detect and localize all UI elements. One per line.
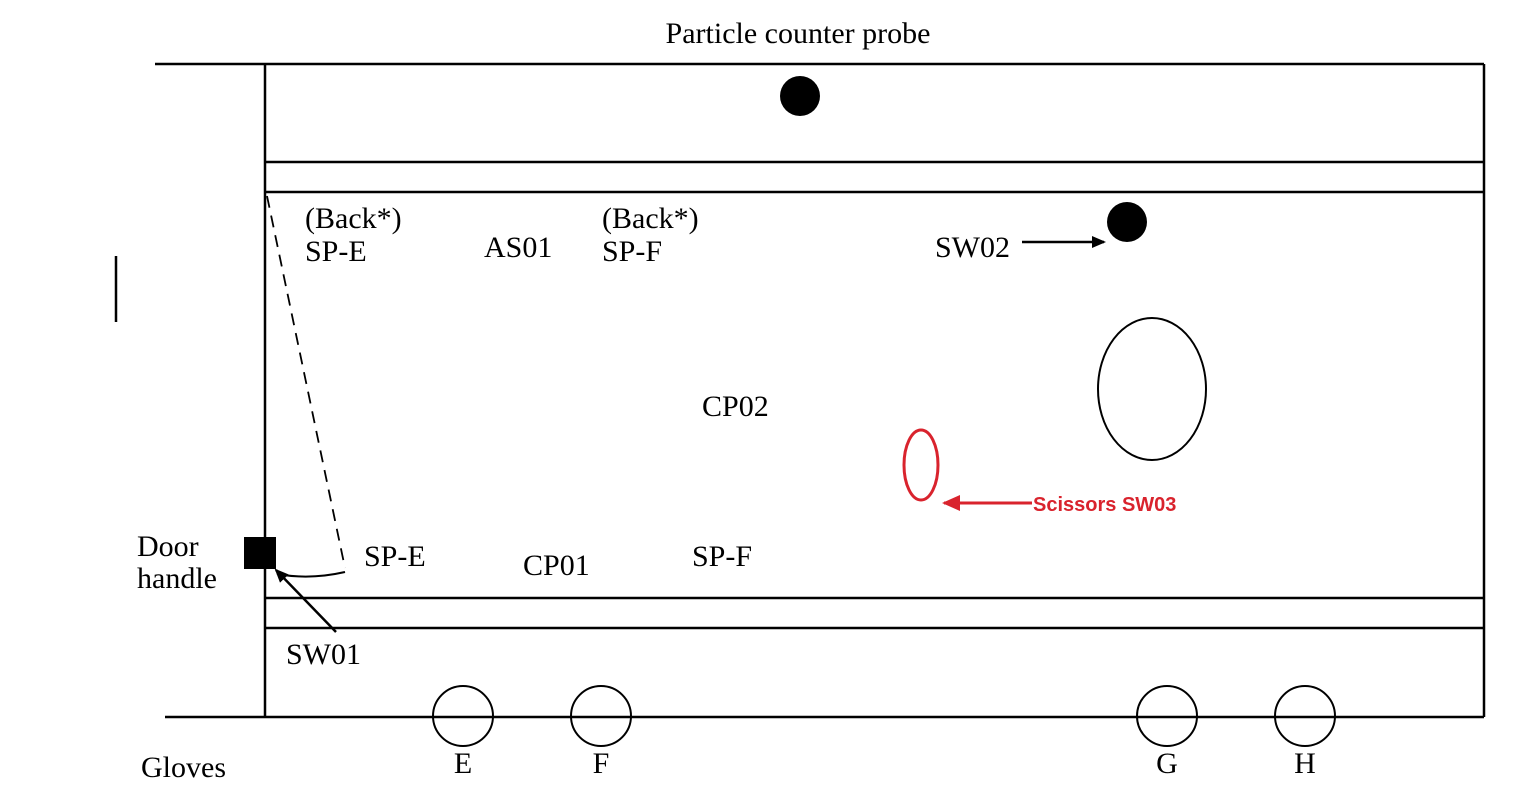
glove-ports <box>432 685 1336 747</box>
cp02-label: CP02 <box>702 390 769 423</box>
glove-port-e <box>432 685 494 747</box>
sw02-label: SW02 <box>935 231 1010 264</box>
sw01-arrow <box>274 568 337 633</box>
particle-probe-dot <box>780 76 820 116</box>
glove-port-f <box>570 685 632 747</box>
glove-port-g <box>1136 685 1198 747</box>
door-label-line1: Door <box>137 530 199 563</box>
back-e-label: (Back*) <box>305 202 402 235</box>
scissors-label: Scissors SW03 <box>1033 494 1176 516</box>
cp01-label: CP01 <box>523 549 590 582</box>
sp-f-bottom-label: SP-F <box>692 540 752 573</box>
glove-label-h: H <box>1294 747 1316 780</box>
glove-label-f: F <box>593 747 610 780</box>
gloves-label: Gloves <box>141 751 226 784</box>
glove-port-h <box>1274 685 1336 747</box>
door-label-line2: handle <box>137 562 217 595</box>
glove-label-e: E <box>454 747 472 780</box>
sp-e-top-label: SP-E <box>305 235 367 268</box>
sp-f-top-label: SP-F <box>602 235 662 268</box>
door-swing-arc <box>276 571 346 578</box>
isolator-frame <box>114 62 1486 719</box>
large-oval <box>1097 317 1207 461</box>
scissors-oval <box>902 428 940 502</box>
back-f-label: (Back*) <box>602 202 699 235</box>
as01-label: AS01 <box>484 231 552 264</box>
sw02-dot <box>1107 202 1147 242</box>
sp-e-bottom-label: SP-E <box>364 540 426 573</box>
door-handle-square <box>244 537 276 569</box>
title: Particle counter probe <box>666 17 931 50</box>
sw01-label: SW01 <box>286 638 361 671</box>
door-swing-dashed <box>266 195 346 569</box>
glove-label-g: G <box>1156 747 1178 780</box>
